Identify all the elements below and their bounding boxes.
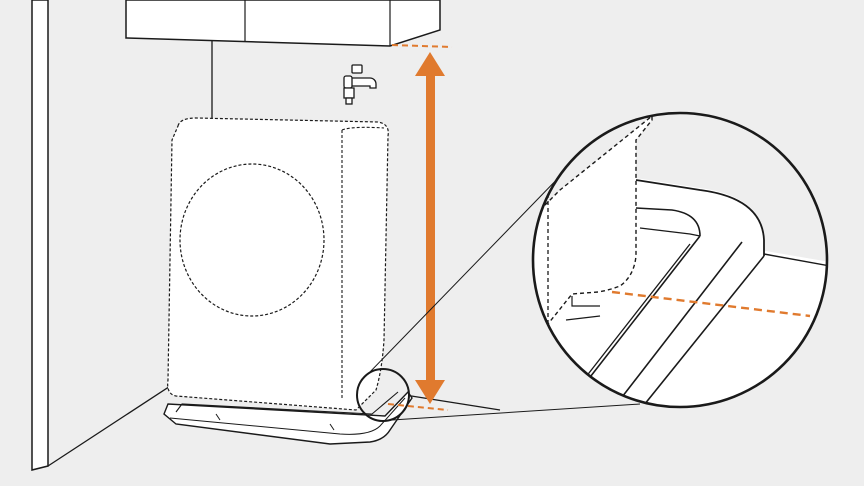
floor-line [404,394,501,411]
upper-cabinet [125,0,441,47]
floor-pan [163,390,413,445]
reference-line-bottom [387,403,449,411]
faucet-icon [343,64,377,105]
reference-line-top [391,44,453,48]
double-arrow-icon [415,52,445,404]
zoom-connector-bottom [391,403,641,421]
zoom-connector-top [367,169,567,375]
washing-machine [167,117,389,411]
zoom-detail [531,111,829,409]
washer-door [179,163,325,317]
detail-marker [356,368,410,422]
